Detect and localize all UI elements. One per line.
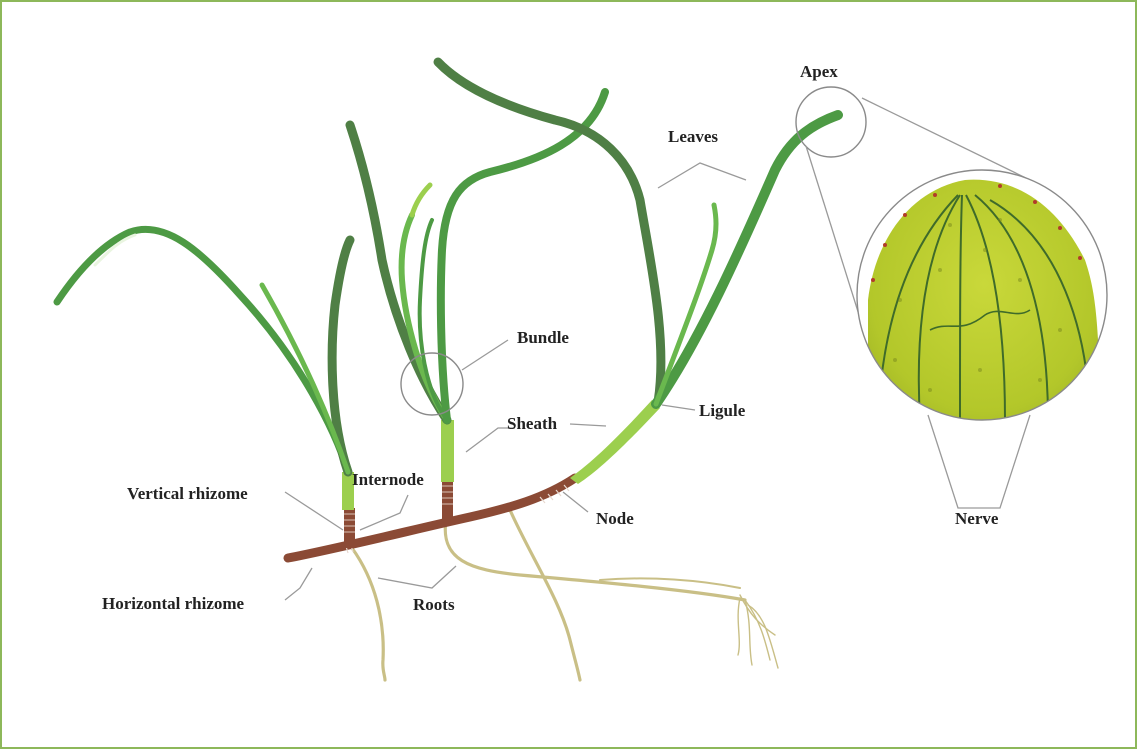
- internode-leader: [360, 495, 408, 530]
- label-vertical-rhizome: Vertical rhizome: [127, 484, 248, 503]
- ligule-leader: [662, 405, 695, 410]
- node-leader: [563, 492, 588, 512]
- bundle-leader: [462, 340, 508, 370]
- horizontal-rhizome-leader: [285, 568, 312, 600]
- plant-1-leaves: [57, 229, 350, 472]
- label-node: Node: [596, 509, 634, 528]
- label-sheath: Sheath: [507, 414, 558, 433]
- label-leaves: Leaves: [668, 127, 718, 146]
- root-1: [352, 548, 385, 680]
- plant-3-leaves: [438, 62, 838, 404]
- nerve-leader: [928, 415, 1030, 508]
- vertical-rhizome-leader: [285, 492, 343, 530]
- label-nerve: Nerve: [955, 509, 999, 528]
- root-2: [445, 520, 745, 600]
- label-apex: Apex: [800, 62, 838, 81]
- label-horizontal-rhizome: Horizontal rhizome: [102, 594, 245, 613]
- label-ligule: Ligule: [699, 401, 746, 420]
- sheaths: [342, 400, 660, 510]
- sheath-leader-right: [570, 424, 606, 426]
- label-bundle: Bundle: [517, 328, 569, 347]
- bundle-highlight-circle: [401, 353, 463, 415]
- root-hairs: [738, 595, 778, 668]
- label-internode: Internode: [352, 470, 424, 489]
- label-roots: Roots: [413, 595, 455, 614]
- root-3: [510, 510, 580, 680]
- plant-2-leaves: [350, 92, 605, 420]
- horizontal-rhizome: [288, 478, 575, 558]
- leaves-leader: [658, 163, 746, 188]
- roots-leader: [378, 566, 456, 588]
- apex-zoom-view: [855, 170, 1115, 440]
